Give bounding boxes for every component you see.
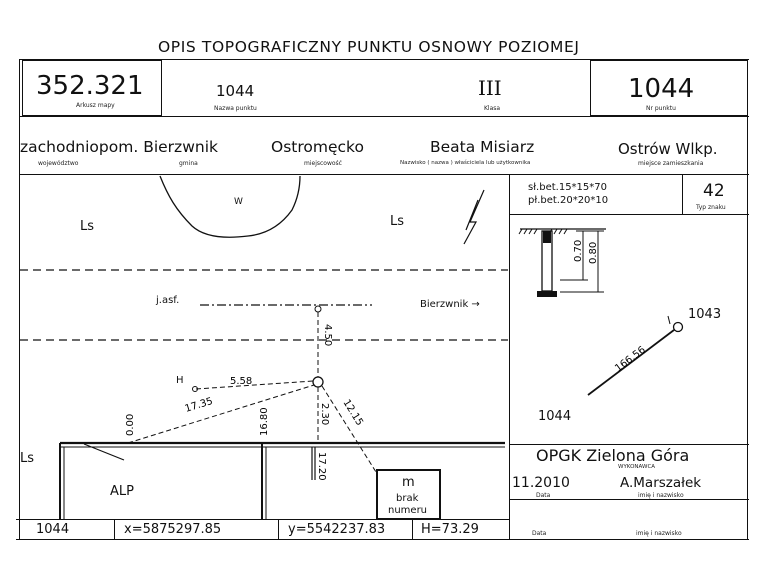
m-line2: numeru — [388, 505, 428, 516]
ls-bottom-label: Ls — [20, 451, 35, 466]
nr-label: Nr punktu — [646, 105, 676, 112]
power-line-symbol — [463, 189, 485, 245]
label-1720: 17.20 — [316, 452, 327, 481]
org-person: A.Marszałek — [620, 475, 702, 491]
point-1043-circle — [672, 321, 684, 333]
h-label: H — [176, 375, 184, 386]
wlasciciel-value: Beata Misiarz — [430, 138, 535, 156]
org-person-label: imię i nazwisko — [638, 492, 684, 499]
label-000: 0.00 — [125, 414, 136, 436]
label-230: 2.30 — [319, 403, 330, 425]
klasa-label: Klasa — [484, 105, 501, 112]
nazwa-value: 1044 — [216, 82, 255, 100]
plate-shape — [537, 291, 557, 297]
miejscowosc-value: Ostromęcko — [271, 138, 364, 156]
arkusz-label: Arkusz mapy — [76, 102, 115, 109]
point-1044-circle — [312, 376, 324, 388]
coords-h: H=73.29 — [421, 522, 479, 537]
label-1680: 16.80 — [259, 407, 270, 436]
label-1215: 12.15 — [340, 398, 365, 428]
org-person2-label: imię i nazwisko — [636, 530, 682, 537]
typ-value: 42 — [703, 181, 725, 201]
coords-sep3 — [412, 519, 413, 539]
coords-sep2 — [278, 519, 279, 539]
w-label: W — [234, 197, 243, 207]
coords-divider — [16, 519, 510, 520]
ls-mid-label: Ls — [390, 214, 405, 229]
m-box — [376, 469, 441, 520]
miejscowosc-label: miejscowość — [304, 160, 342, 167]
fence-gate — [83, 443, 125, 461]
org-mid-divider — [509, 499, 749, 500]
h-point — [192, 386, 198, 392]
frame-bottom — [16, 539, 749, 540]
ls-left-label: Ls — [80, 219, 95, 234]
frame-right — [747, 59, 748, 540]
frame-left — [19, 59, 20, 540]
org-top-divider — [509, 444, 749, 445]
line-1735 — [127, 384, 315, 444]
m-title: m — [402, 475, 415, 490]
coords-sep1 — [114, 519, 115, 539]
coords-y: y=5542237.83 — [288, 522, 386, 537]
org-wykonawca: WYKONAWCA — [618, 464, 656, 470]
coords-point: 1044 — [36, 522, 70, 537]
label-080: 0.80 — [588, 242, 599, 264]
point-1043-label: 1043 — [688, 307, 722, 322]
wojewodztwo-value: zachodniopom. Bierzwnik — [20, 138, 218, 156]
water-boundary — [159, 175, 301, 238]
label-1735: 17.35 — [184, 396, 215, 415]
org-date-label: Data — [536, 492, 551, 499]
neighbor-line — [587, 329, 675, 396]
page-title: OPIS TOPOGRAFICZNY PUNKTU OSNOWY POZIOME… — [158, 38, 580, 56]
direction-label: Bierzwnik → — [420, 299, 480, 310]
coords-x: x=5875297.85 — [124, 522, 222, 537]
marker-line2: pł.bet.20*20*10 — [528, 195, 609, 206]
line-1215 — [321, 385, 377, 473]
gmina-text: Bierzwnik — [143, 138, 218, 156]
alp-label: ALP — [110, 484, 134, 499]
m-line1: brak — [396, 493, 419, 504]
admin-divider — [20, 174, 749, 175]
gmina-label: gmina — [179, 160, 198, 167]
zamieszkanie-label: miejsce zamieszkania — [638, 160, 704, 167]
point-1044-label: 1044 — [538, 409, 572, 424]
typ-divider — [682, 174, 683, 214]
zamieszkanie-value: Ostrów Wlkp. — [618, 140, 718, 158]
label-16656: 166.56 — [613, 345, 648, 375]
arkusz-box — [22, 60, 162, 116]
frame-top — [20, 59, 749, 60]
neighbor-tick — [667, 315, 671, 325]
label-070: 0.70 — [573, 240, 584, 262]
wojewodztwo-text: zachodniopom. — [20, 138, 139, 156]
nr-box — [590, 60, 748, 116]
marker-divider — [509, 214, 749, 215]
label-450: 4.50 — [322, 324, 333, 346]
typ-label: Typ znaku — [696, 204, 726, 211]
marker-line1: sł.bet.15*15*70 — [528, 182, 608, 193]
nr-value: 1044 — [628, 74, 695, 104]
header-divider — [20, 116, 749, 117]
label-558: 5.58 — [230, 376, 252, 387]
line-558 — [195, 380, 314, 390]
wojewodztwo-label: województwo — [38, 160, 79, 167]
klasa-value: III — [478, 76, 502, 100]
arkusz-value: 352.321 — [36, 71, 144, 101]
right-panel-divider — [509, 174, 510, 540]
org-data2-label: Data — [532, 530, 547, 537]
wlasciciel-label: Nazwisko ( nazwa ) właściciela lub użytk… — [400, 160, 531, 166]
org-date: 11.2010 — [512, 475, 570, 491]
nazwa-label: Nazwa punktu — [214, 105, 257, 112]
road-point-circle — [314, 305, 322, 313]
road-label: j.asf. — [156, 295, 180, 306]
pillar-top — [543, 231, 551, 243]
org-name: OPGK Zielona Góra — [536, 446, 690, 465]
